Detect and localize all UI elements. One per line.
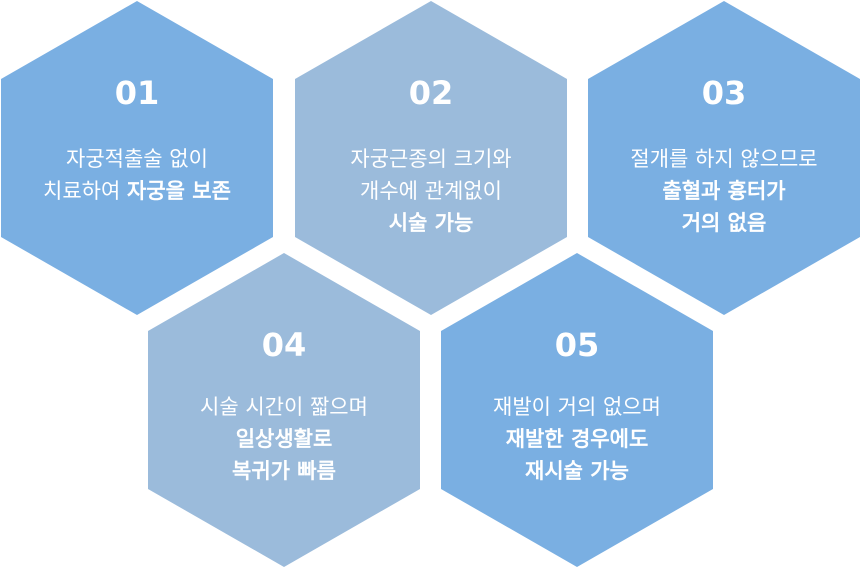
description-text: 치료하여 <box>43 179 128 203</box>
description-emphasis: 재발한 경우에도 <box>505 427 649 451</box>
hexagon-shape-02 <box>295 1 567 315</box>
hexagon-content-04: 04 시술 시간이 짧으며 일상생활로 복귀가 빠름 <box>148 253 420 567</box>
hexagon-item-05: 05 재발이 거의 없으며 재발한 경우에도 재시술 가능 <box>441 253 713 567</box>
hexagon-shape-01 <box>1 1 273 315</box>
description-emphasis: 출혈과 흉터가 <box>662 179 786 203</box>
description-emphasis: 재시술 가능 <box>525 459 629 483</box>
hexagon-shape-03 <box>588 1 860 315</box>
description-emphasis: 시술 가능 <box>388 211 474 235</box>
hexagon-content-01: 01 자궁적출술 없이 치료하여 자궁을 보존 <box>1 1 273 315</box>
description-line: 개수에 관계없이 <box>360 179 502 203</box>
hexagon-shape-05 <box>441 253 713 567</box>
hexagon-number: 05 <box>554 326 600 364</box>
description-line: 재발이 거의 없으며 <box>493 395 661 419</box>
hexagon-number: 04 <box>261 326 307 364</box>
description-emphasis: 일상생활로 <box>235 427 333 451</box>
hexagon-number: 03 <box>701 74 747 112</box>
hexagon-description: 자궁적출술 없이 치료하여 자궁을 보존 <box>7 143 267 207</box>
hexagon-content-02: 02 자궁근종의 크기와 개수에 관계없이 시술 가능 <box>295 1 567 315</box>
hexagon-number: 01 <box>114 74 160 112</box>
hexagon-item-02: 02 자궁근종의 크기와 개수에 관계없이 시술 가능 <box>295 1 567 315</box>
description-line: 절개를 하지 않으므로 <box>630 147 818 171</box>
hexagon-content-05: 05 재발이 거의 없으며 재발한 경우에도 재시술 가능 <box>441 253 713 567</box>
hexagon-description: 시술 시간이 짧으며 일상생활로 복귀가 빠름 <box>154 391 414 487</box>
hexagon-item-03: 03 절개를 하지 않으므로 출혈과 흉터가 거의 없음 <box>588 1 860 315</box>
description-emphasis: 자궁을 보존 <box>127 179 231 203</box>
hexagon-description: 자궁근종의 크기와 개수에 관계없이 시술 가능 <box>301 143 561 239</box>
description-emphasis: 거의 없음 <box>681 211 767 235</box>
description-line: 자궁근종의 크기와 <box>350 147 512 171</box>
hexagon-content-03: 03 절개를 하지 않으므로 출혈과 흉터가 거의 없음 <box>588 1 860 315</box>
hexagon-number: 02 <box>408 74 454 112</box>
hexagon-description: 절개를 하지 않으므로 출혈과 흉터가 거의 없음 <box>594 143 854 239</box>
description-line: 시술 시간이 짧으며 <box>200 395 368 419</box>
description-emphasis: 복귀가 빠름 <box>232 459 336 483</box>
hexagon-description: 재발이 거의 없으며 재발한 경우에도 재시술 가능 <box>447 391 707 487</box>
hexagon-shape-04 <box>148 253 420 567</box>
hexagon-item-04: 04 시술 시간이 짧으며 일상생활로 복귀가 빠름 <box>148 253 420 567</box>
description-line: 자궁적출술 없이 <box>66 147 208 171</box>
hexagon-item-01: 01 자궁적출술 없이 치료하여 자궁을 보존 <box>1 1 273 315</box>
description-line: 치료하여 자궁을 보존 <box>7 175 267 207</box>
